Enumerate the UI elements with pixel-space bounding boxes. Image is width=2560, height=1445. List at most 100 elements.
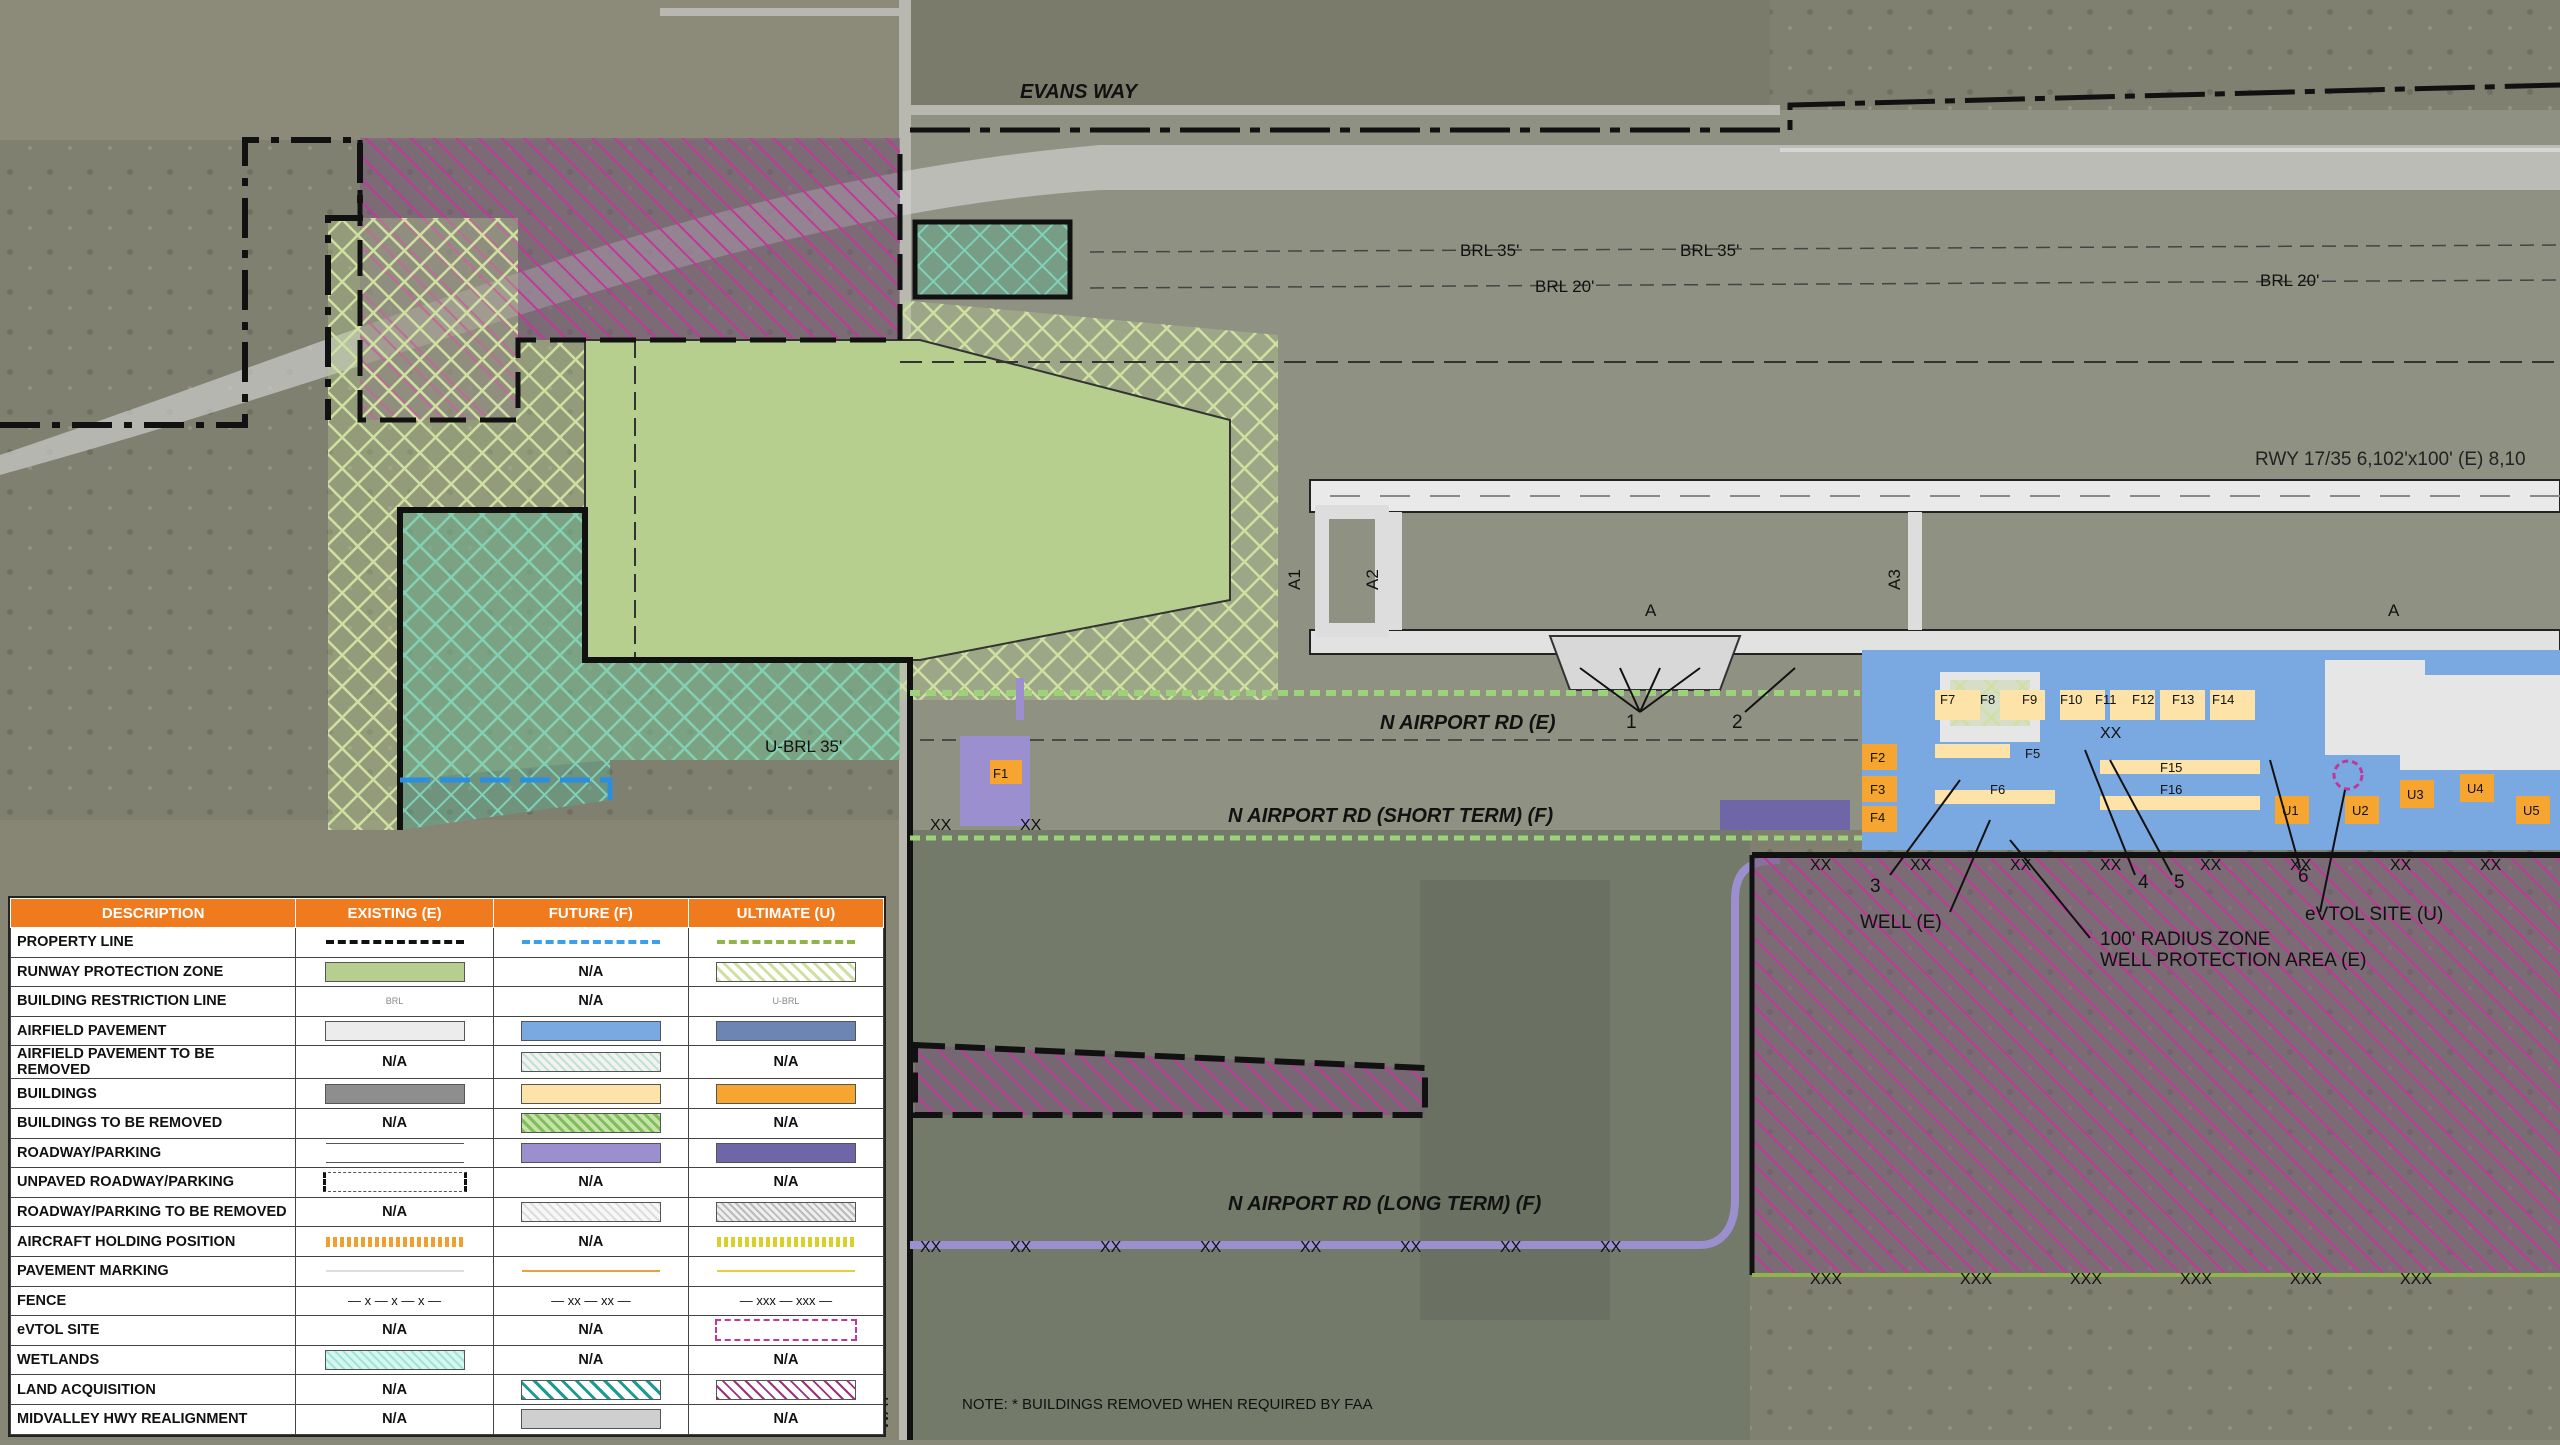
svg-text:XXX: XXX (2180, 1271, 2212, 1288)
svg-text:XXX: XXX (2070, 1271, 2102, 1288)
legend-value-u: U-BRL (687, 986, 885, 1017)
evtol-apron-white (2400, 675, 2560, 770)
legend-label: PROPERTY LINE (9, 927, 297, 958)
label-f6: F6 (1990, 782, 2005, 797)
brl35-label-1: BRL 35' (1460, 241, 1519, 260)
legend-label: PAVEMENT MARKING (9, 1255, 297, 1287)
label-u2: U2 (2352, 803, 2369, 818)
legend-label: BUILDINGS TO BE REMOVED (9, 1107, 297, 1139)
legend-swatch-e (295, 1078, 494, 1109)
legend-swatch-e (295, 1167, 494, 1198)
wetlands-area (400, 510, 900, 830)
acquisition-parcel-north (912, 219, 1073, 300)
property-line-west (0, 137, 363, 428)
label-f2: F2 (1870, 750, 1885, 765)
land-acquisition-parcel-mid (912, 1041, 1428, 1118)
legend-row-property-line: PROPERTY LINE (9, 927, 885, 958)
label-f16: F16 (2160, 782, 2182, 797)
legend-swatch-f (492, 1078, 689, 1109)
faa-note: NOTE: * BUILDINGS REMOVED WHEN REQUIRED … (962, 1396, 1373, 1413)
legend-value-u: — xxx — xxx — (687, 1285, 885, 1317)
legend-value-f: N/A (492, 1167, 689, 1198)
legend-value-e: N/A (295, 1045, 494, 1080)
label-f5: F5 (2025, 746, 2040, 761)
legend-value-f: — xx — xx — (492, 1285, 689, 1317)
taxiway-label-a2: A2 (1363, 569, 1382, 590)
brl20-label-1: BRL 20' (1535, 277, 1594, 296)
legend-row-roadway: ROADWAY/PARKING (9, 1137, 885, 1169)
label-f1: F1 (993, 766, 1008, 781)
radius-zone-label: 100' RADIUS ZONE (2100, 929, 2270, 950)
label-u5: U5 (2523, 803, 2540, 818)
svg-text:XX: XX (1010, 1239, 1032, 1256)
taxiway-label-a-west: A (1645, 601, 1657, 620)
label-f4: F4 (1870, 810, 1885, 825)
svg-text:XX: XX (2390, 857, 2412, 874)
legend-label: eVTOL SITE (9, 1315, 297, 1346)
svg-text:XX: XX (2100, 857, 2122, 874)
legend-swatch-f (492, 1255, 689, 1287)
legend-row-pavement-removed: AIRFIELD PAVEMENT TO BE REMOVED N/A N/A (9, 1045, 885, 1080)
svg-text:XX: XX (2100, 725, 2122, 742)
label-u4: U4 (2467, 781, 2484, 796)
legend-label: ROADWAY/PARKING (9, 1137, 297, 1169)
legend-row-land-acquisition: LAND ACQUISITION N/A (9, 1374, 885, 1405)
legend-label: AIRFIELD PAVEMENT (9, 1015, 297, 1047)
callout-4: 4 (2138, 872, 2149, 893)
legend-row-buildings: BUILDINGS (9, 1078, 885, 1109)
brl-20-line (1089, 279, 2560, 289)
svg-text:XX: XX (930, 817, 952, 834)
label-f9: F9 (2022, 692, 2037, 707)
callout-6: 6 (2298, 866, 2309, 887)
n-airport-rd-e-label: N AIRPORT RD (E) (1380, 712, 1556, 734)
legend-value-u: N/A (687, 1403, 885, 1435)
svg-text:XX: XX (1020, 817, 1042, 834)
legend-swatch-u (687, 1015, 885, 1047)
future-buildings-row (1935, 690, 2260, 810)
legend-row-rpz: RUNWAY PROTECTION ZONE N/A (9, 956, 885, 988)
label-u3: U3 (2407, 787, 2424, 802)
legend-label: BUILDING RESTRICTION LINE (9, 986, 297, 1017)
label-f7: F7 (1940, 692, 1955, 707)
land-acquisition-south (1752, 855, 2560, 1275)
legend-swatch-e (295, 927, 494, 958)
svg-text:XX: XX (1300, 1239, 1322, 1256)
legend-swatch-f (492, 927, 689, 958)
farm-fields-south (900, 830, 1750, 1440)
legend-swatch-f (492, 1403, 689, 1435)
svg-text:XX: XX (1100, 1239, 1122, 1256)
legend-value-u: N/A (687, 1107, 885, 1139)
legend-row-roadway-removed: ROADWAY/PARKING TO BE REMOVED N/A (9, 1196, 885, 1228)
legend-header-future: FUTURE (F) (492, 898, 689, 928)
callout-5: 5 (2174, 872, 2185, 893)
legend-label: AIRCRAFT HOLDING POSITION (9, 1226, 297, 1257)
brl20-label-2: BRL 20' (2260, 271, 2319, 290)
legend-header-existing: EXISTING (E) (295, 898, 494, 928)
legend-swatch-f (492, 1196, 689, 1228)
legend-swatch-u (687, 1374, 885, 1405)
legend-swatch-u (687, 1226, 885, 1257)
legend-value-f: N/A (492, 986, 689, 1017)
evtol-site-marker (2332, 759, 2364, 791)
svg-text:XX: XX (1500, 1239, 1522, 1256)
label-f14: F14 (2212, 692, 2234, 707)
svg-text:XX: XX (1810, 857, 1832, 874)
legend-swatch-e (295, 1226, 494, 1257)
legend-value-u: N/A (687, 1045, 885, 1080)
property-line-north-parcel (357, 140, 903, 423)
label-f15: F15 (2160, 760, 2182, 775)
label-f8: F8 (1980, 692, 1995, 707)
label-f12: F12 (2132, 692, 2154, 707)
legend-value-e: — x — x — x — (295, 1285, 494, 1317)
svg-text:XX: XX (1600, 1239, 1622, 1256)
brl35-label-2: BRL 35' (1680, 241, 1739, 260)
well-label: WELL (E) (1860, 912, 1942, 933)
legend-value-f: N/A (492, 1315, 689, 1346)
legend-value-f: N/A (492, 1344, 689, 1376)
legend-value-f: N/A (492, 956, 689, 988)
n-airport-rd-short-label: N AIRPORT RD (SHORT TERM) (F) (1228, 805, 1554, 827)
label-f13: F13 (2172, 692, 2194, 707)
legend-value-u: N/A (687, 1344, 885, 1376)
